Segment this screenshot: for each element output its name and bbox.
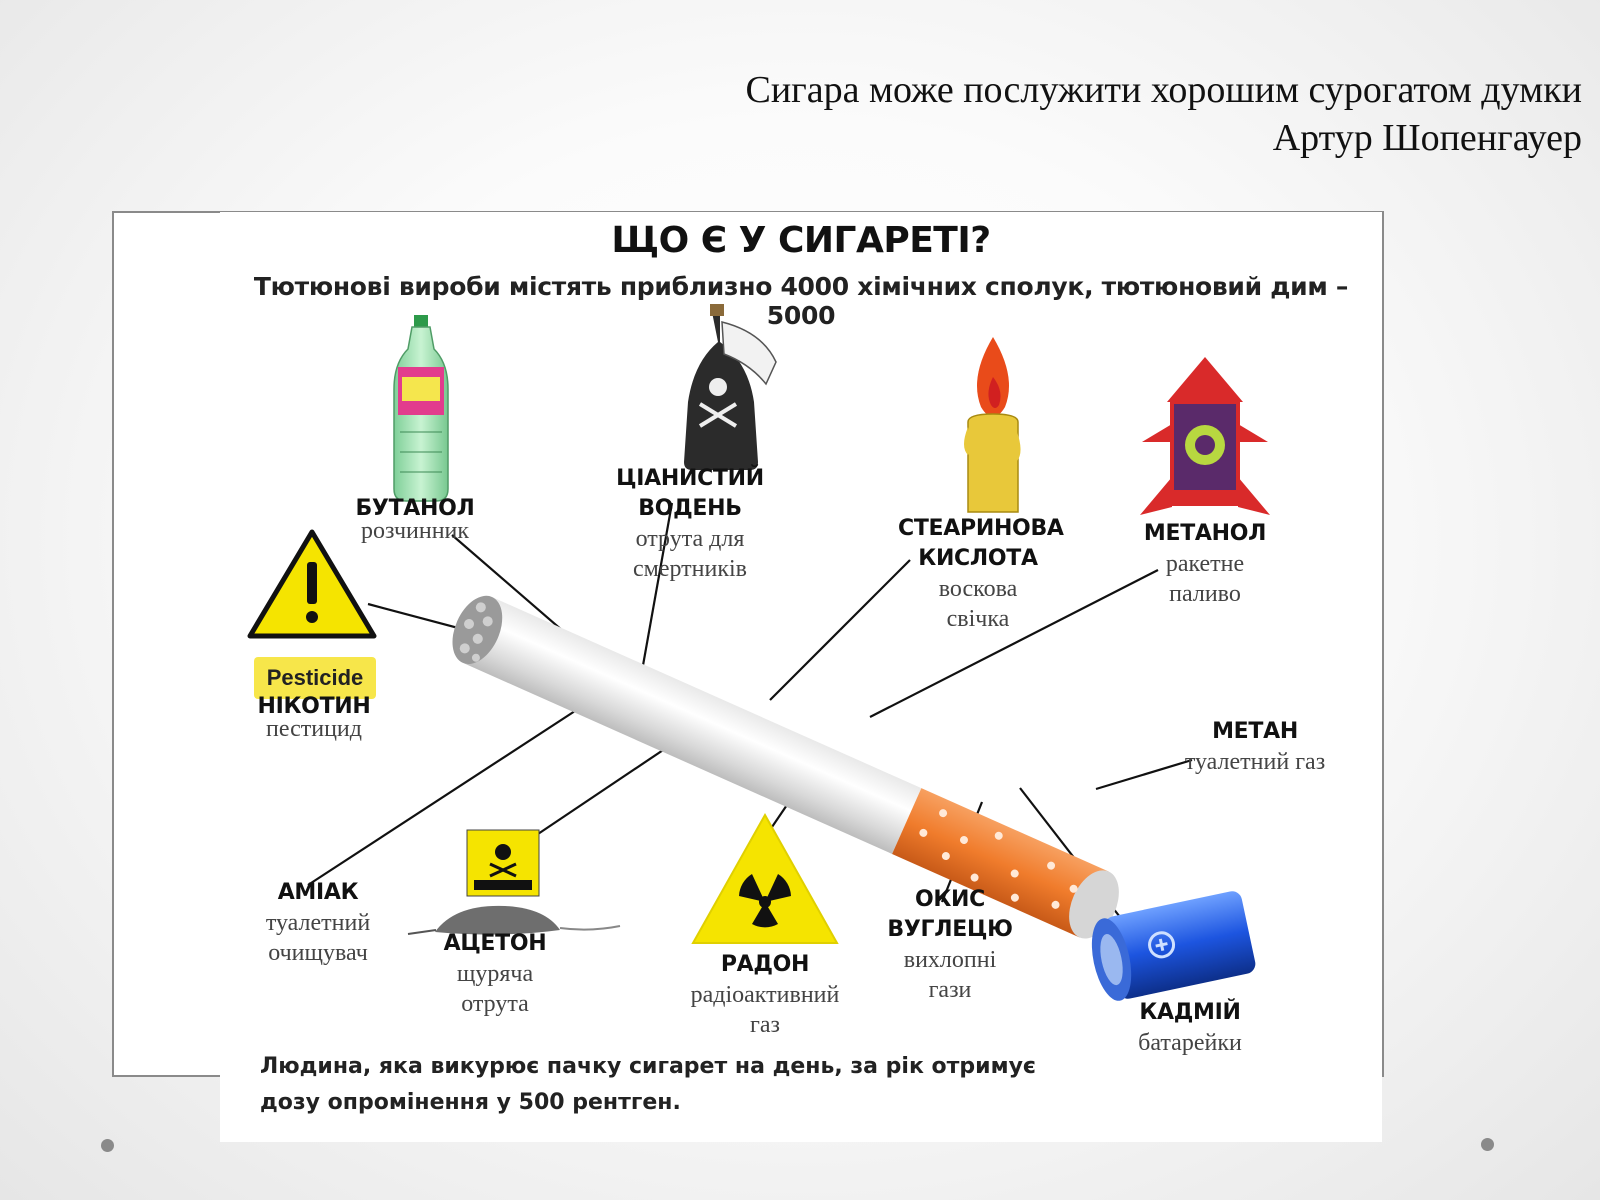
label-methane: МЕТАН туалетний газ [1184, 719, 1326, 775]
label-ammonia: АМІАК туалетний очищувач [265, 880, 371, 966]
pesticide-sign: Pesticide [254, 657, 376, 699]
slide-bullet-right [1481, 1138, 1494, 1151]
radiation-icon [691, 812, 839, 944]
slide-bullet-left [101, 1139, 114, 1152]
label-nicotine: НІКОТИН пестицид [257, 694, 371, 742]
quote: Сигара може послужити хорошим сурогатом … [745, 66, 1582, 162]
footer-line-2: дозу опромінення у 500 рентген. [260, 1090, 681, 1115]
label-acetone: АЦЕТОН щуряча отрута [443, 931, 547, 1017]
poison-sign-icon [466, 829, 540, 897]
poison-bottle-icon [684, 304, 777, 470]
infographic-drawing [247, 304, 1270, 1001]
label-butanol: БУТАНОЛ розчинник [355, 496, 475, 544]
label-cadmium: КАДМІЙ батарейки [1138, 1000, 1242, 1056]
footer-line-1: Людина, яка викурює пачку сигарет на ден… [260, 1054, 1036, 1079]
quote-author: Артур Шопенгауер [1272, 117, 1582, 159]
battery-icon [1091, 891, 1256, 1001]
label-stearic-acid: СТЕАРИНОВА КИСЛОТА воскова свічка [898, 516, 1064, 632]
dead-rat-icon [407, 905, 621, 935]
label-methanol: МЕТАНОЛ ракетне паливо [1143, 521, 1267, 607]
label-radon: РАДОН радіоактивний газ [690, 952, 840, 1038]
quote-text: Сигара може послужити хорошим сурогатом … [745, 69, 1582, 111]
candle-icon [964, 337, 1021, 513]
poster-footer: Людина, яка викурює пачку сигарет на ден… [260, 1049, 1036, 1121]
label-carbon-monoxide: ОКИС ВУГЛЕЦЮ вихлопні гази [887, 887, 1013, 1003]
poster-subtitle: Тютюнові вироби містять приблизно 4000 х… [253, 272, 1349, 330]
cigarette-infographic: ЩО Є У СИГАРЕТІ? Тютюнові вироби містять… [220, 212, 1382, 1142]
rocket-icon [1140, 357, 1270, 515]
bottle-icon [393, 315, 449, 502]
cigarette-illustration [452, 595, 1119, 939]
poster-title: ЩО Є У СИГАРЕТІ? [611, 220, 991, 261]
warning-triangle-icon [247, 529, 377, 639]
label-cyanide: ЦІАНИСТИЙ ВОДЕНЬ отрута для смертників [616, 466, 764, 582]
